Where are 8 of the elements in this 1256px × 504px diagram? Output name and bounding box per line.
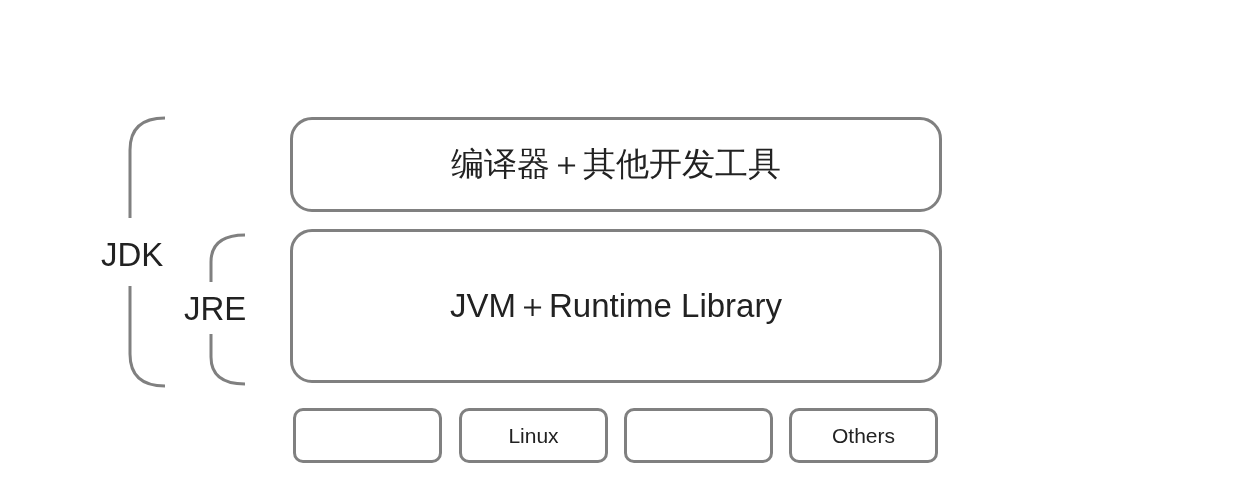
layer-box: 编译器＋其他开发工具 (290, 117, 942, 212)
os-box (624, 408, 773, 463)
bracket-label: JRE (184, 292, 247, 325)
platform-box: Others (789, 408, 938, 463)
bracket-label: JDK (101, 238, 164, 271)
os-box (293, 408, 442, 463)
platform-box: Linux (459, 408, 608, 463)
layer-box: JVM＋Runtime Library (290, 229, 942, 383)
